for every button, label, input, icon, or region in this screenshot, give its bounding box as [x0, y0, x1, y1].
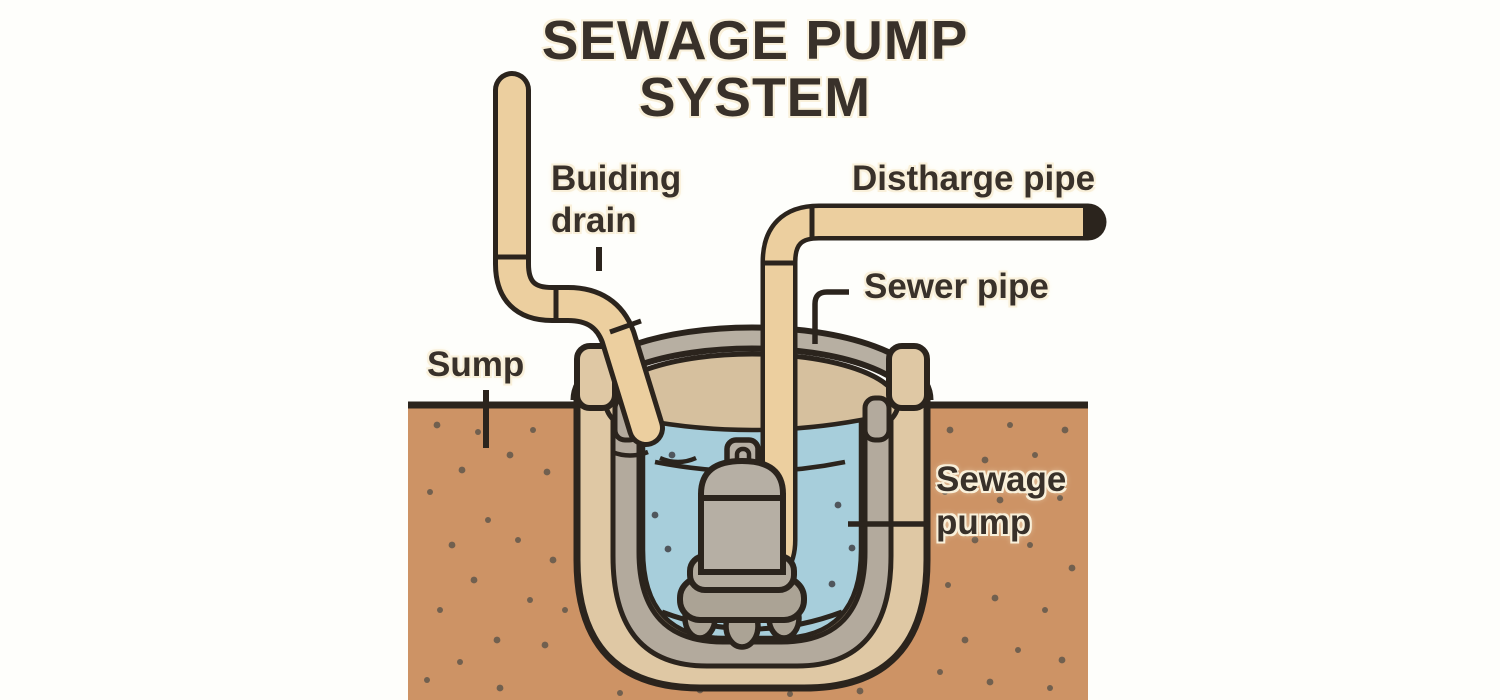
sewage-pump [677, 437, 807, 650]
wall-cut-lip-right [886, 343, 930, 411]
page-title: SEWAGE PUMP SYSTEM [470, 12, 1040, 126]
leader-lines [483, 247, 930, 527]
soil-speckles [424, 421, 1076, 697]
lining-cap-right [862, 395, 892, 443]
label-sump: Sump [427, 345, 525, 384]
label-sewage-pump: Sewage pump [936, 460, 1067, 542]
pump-body [698, 493, 786, 575]
label-discharge-pipe: Distharge pipe [852, 159, 1096, 198]
title-line-2: SYSTEM [638, 66, 872, 128]
pump-dome [698, 457, 786, 501]
sewer-pipe-leader [812, 289, 849, 344]
ripple-2 [659, 455, 697, 465]
building-drain-pipe [493, 71, 665, 447]
title-line-1: SEWAGE PUMP [541, 9, 969, 71]
label-sewer-pipe: Sewer pipe [864, 267, 1049, 306]
pipe-joint [609, 318, 642, 335]
label-building-drain: Buiding drain [551, 159, 682, 240]
water-bubbles [651, 451, 856, 595]
ripple-1 [611, 449, 649, 458]
